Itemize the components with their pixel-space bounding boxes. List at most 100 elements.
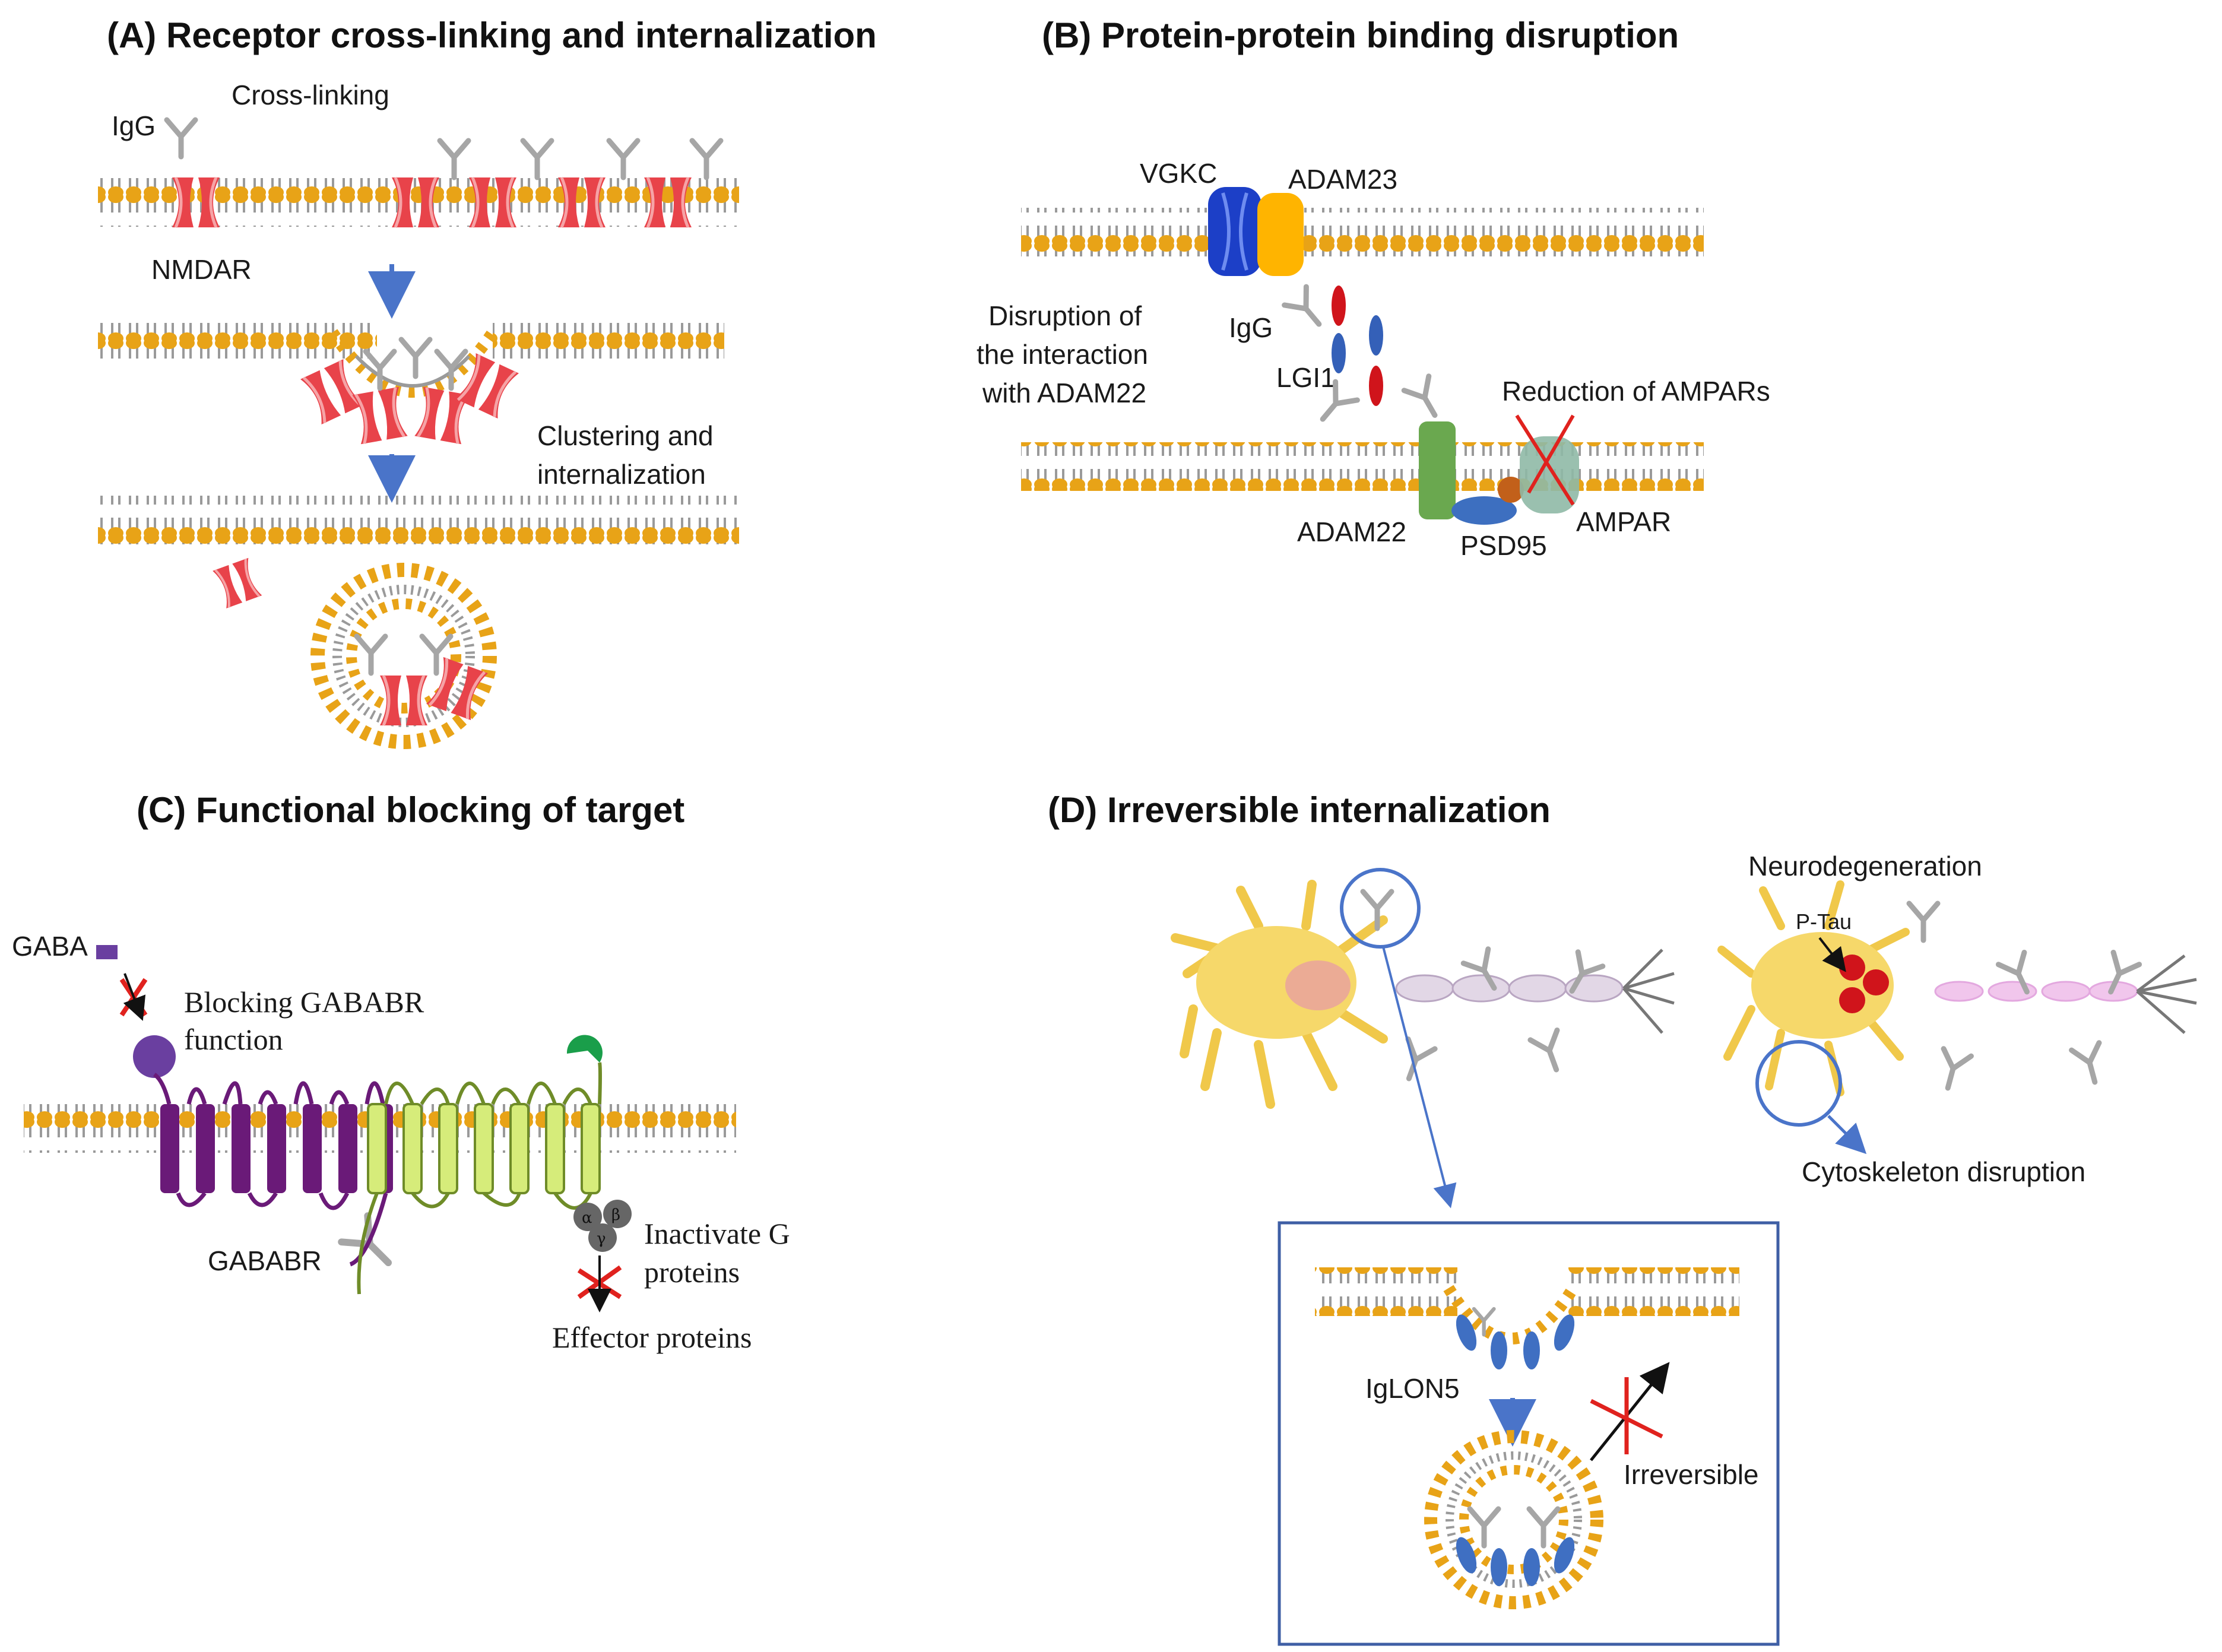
bound-igg [401,340,430,376]
blocking-label-2: function [184,1023,283,1056]
clustering-label-1: Clustering and [537,420,714,451]
free-igg-a [167,120,195,157]
free-igg-b [1285,287,1330,333]
vgkc-label: VGKC [1140,158,1217,189]
neurodegeneration-label: Neurodegeneration [1748,851,1982,882]
vesicle-tails [332,585,475,727]
disruption-label-3: with ADAM22 [982,378,1146,408]
inset-vesicle-inner [1459,1465,1568,1574]
gababr2-helices [367,1103,601,1194]
gababr2-extracellular-domain [566,1035,603,1063]
g-protein-alpha [573,1203,602,1231]
bound-igg [692,141,721,177]
bound-igg [609,141,638,177]
lgi1-domain [1369,366,1383,406]
free-igg-d [1530,1030,1570,1074]
lgi1-label: LGI1 [1276,362,1336,393]
nmdar-receptor [213,558,262,608]
ampar-label: AMPAR [1576,506,1671,537]
ampar-cross [1515,414,1575,506]
panel-a: (A) Receptor cross-linking and internali… [98,15,877,749]
vgkc-detail [1221,192,1248,271]
membrane-d-left [1315,1267,1457,1316]
free-igg-d [1934,1049,1971,1092]
iglon5-label: IgLON5 [1365,1373,1460,1404]
bound-igg [357,636,385,673]
panel-d: (D) Irreversible internalization Neurode… [1048,790,2197,1646]
auxiliary-protein [1498,477,1524,503]
inset-vesicle-outer [1424,1430,1603,1609]
bound-igg [523,141,551,177]
membrane-a3 [98,496,739,544]
free-igg-d [1909,903,1938,940]
degenerating-neuron [1717,880,2197,1096]
ptau-arrow [1818,937,1846,972]
lgi1-domain [1332,286,1346,326]
vesicle-inner [346,598,461,714]
g-protein-beta [603,1200,632,1228]
bound-igg [440,141,468,177]
healthy-neuron [1171,880,1675,1109]
iglon5-protein [1523,1331,1540,1369]
vesicle-outer [310,563,497,749]
membrane-b1 [1021,208,1704,256]
adam23-protein [1257,193,1304,276]
inactivate-label-2: proteins [644,1255,740,1289]
zoom-line [1382,946,1457,1209]
psd95-protein [1451,496,1517,525]
effector-label: Effector proteins [552,1321,752,1354]
ptau-label: P-Tau [1796,909,1852,934]
lgi1-domain [1369,315,1383,356]
free-igg-b [1404,376,1447,423]
blocking-label-1: Blocking GABABR [184,985,424,1019]
gaba-label: GABA [12,931,88,962]
vgkc-channel [1208,187,1261,276]
free-igg-d [1396,1039,1435,1083]
clustering-label-2: internalization [537,459,706,490]
alpha-label: α [582,1209,592,1227]
nmdar-label: NMDAR [151,254,252,285]
cytoskeleton-label: Cytoskeleton disruption [1802,1156,2085,1187]
gababr-label: GABABR [208,1245,322,1276]
free-igg-d [2072,1043,2109,1086]
blocking-igg [341,1216,401,1276]
adam22-protein [1419,421,1456,519]
nmdar-receptor [300,359,364,424]
membrane-a2-right [493,312,724,360]
inset-vesicle-tails [1446,1451,1582,1588]
gababr1-helices [160,1104,393,1193]
disruption-label-1: Disruption of [988,300,1142,331]
adam22-label: ADAM22 [1297,516,1406,547]
irreversible-label: Irreversible [1624,1459,1759,1490]
g-protein-gamma [588,1223,617,1252]
iglon5-protein [1523,1548,1540,1586]
panel-a-title: (A) Receptor cross-linking and internali… [107,15,877,55]
psd95-label: PSD95 [1460,530,1547,561]
iglon5-protein [1491,1331,1507,1369]
gaba-molecule [96,945,118,959]
panel-c: (C) Functional blocking of target GABA B… [12,790,790,1354]
ampar-receptor [1520,436,1579,513]
zoom-circle [1340,868,1421,949]
free-igg-d [1363,892,1391,928]
cytoskeleton-arrow [1827,1115,1867,1155]
cytoskeleton-circle [1755,1040,1842,1127]
membrane-d-right [1567,1267,1739,1316]
gababr2-loops [357,1062,602,1295]
membrane-a1 [98,178,739,227]
gababr-venus-flytrap [133,1035,176,1078]
crosslinking-label: Cross-linking [232,80,389,110]
igg-label-a: IgG [112,110,156,141]
nmdar-receptor [380,676,427,725]
panel-d-title: (D) Irreversible internalization [1048,790,1551,830]
gaba-arrow [123,973,146,1021]
invagination-outer [327,329,498,398]
invagination-inner [354,354,471,388]
lgi1-domain [1332,333,1346,373]
inactivate-label-1: Inactivate G [644,1217,790,1250]
gamma-label: γ [597,1230,606,1248]
reduction-label: Reduction of AMPARs [1502,376,1770,407]
iglon5-protein [1491,1548,1507,1586]
disruption-label-2: the interaction [977,339,1148,370]
